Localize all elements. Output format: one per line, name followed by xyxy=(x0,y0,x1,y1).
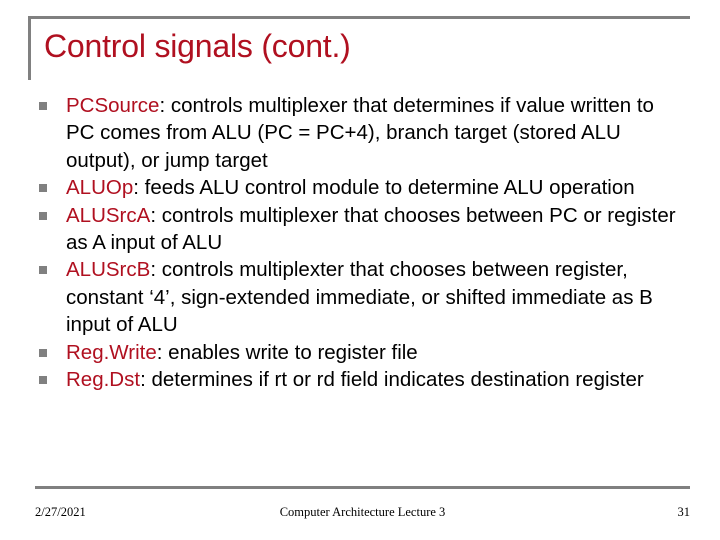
bullet-item-pcsource: PCSource: controls multiplexer that dete… xyxy=(36,92,688,174)
signal-separator-aluop: : xyxy=(133,176,145,200)
signal-name-aluop: ALUOp xyxy=(66,176,134,200)
bullet-item-regdst: Reg.Dst: determines if rt or rd field in… xyxy=(36,366,688,393)
square-bullet-icon xyxy=(39,184,47,193)
title-rule-top xyxy=(28,16,690,19)
signal-description-alusrcb: controls multiplexter that chooses betwe… xyxy=(66,258,653,337)
footer-date: 2/27/2021 xyxy=(35,505,86,519)
footer-page-number: 31 xyxy=(677,505,691,519)
page-title: Control signals (cont.) xyxy=(44,28,351,64)
signal-separator-regwrite: : xyxy=(156,340,169,364)
signal-separator-pcsource: : xyxy=(159,94,171,117)
signal-separator-regdst: : xyxy=(140,368,152,392)
signal-name-regwrite: Reg.Write xyxy=(66,340,157,364)
signal-name-regdst: Reg.Dst xyxy=(66,368,141,392)
signal-name-alusrcb: ALUSrcB xyxy=(66,258,151,282)
bullet-item-aluop: ALUOp: feeds ALU control module to deter… xyxy=(36,174,688,201)
bullet-item-alusrca: ALUSrcA: controls multiplexer that choos… xyxy=(36,202,688,257)
slide-footer: 2/27/2021 Computer Architecture Lecture … xyxy=(35,505,690,525)
square-bullet-icon xyxy=(39,376,47,385)
bullet-item-regwrite: Reg.Write: enables write to register fil… xyxy=(36,339,688,366)
signal-separator-alusrca: : xyxy=(150,203,162,227)
signal-name-pcsource: PCSource xyxy=(66,94,160,117)
signal-name-alusrca: ALUSrcA xyxy=(66,203,151,227)
signal-description-pcsource: controls multiplexer that determines if … xyxy=(66,94,654,172)
title-rule-left xyxy=(28,16,31,80)
signal-description-alusrca: controls multiplexer that chooses betwee… xyxy=(66,203,676,255)
footer-rule xyxy=(35,486,690,489)
square-bullet-icon xyxy=(39,211,47,220)
signal-separator-alusrcb: : xyxy=(150,258,162,282)
footer-course-title: Computer Architecture Lecture 3 xyxy=(279,505,446,519)
square-bullet-icon xyxy=(39,266,47,275)
bullet-item-alusrcb: ALUSrcB: controls multiplexter that choo… xyxy=(36,256,688,338)
signal-description-regdst: determines if rt or rd field indicates d… xyxy=(151,368,644,392)
bullet-list: PCSource: controls multiplexer that dete… xyxy=(36,92,688,393)
square-bullet-icon xyxy=(39,348,47,357)
square-bullet-icon xyxy=(39,102,47,110)
title-block: Control signals (cont.) xyxy=(28,16,690,82)
signal-description-regwrite: enables write to register file xyxy=(168,340,418,364)
signal-description-aluop: feeds ALU control module to determine AL… xyxy=(144,176,635,200)
